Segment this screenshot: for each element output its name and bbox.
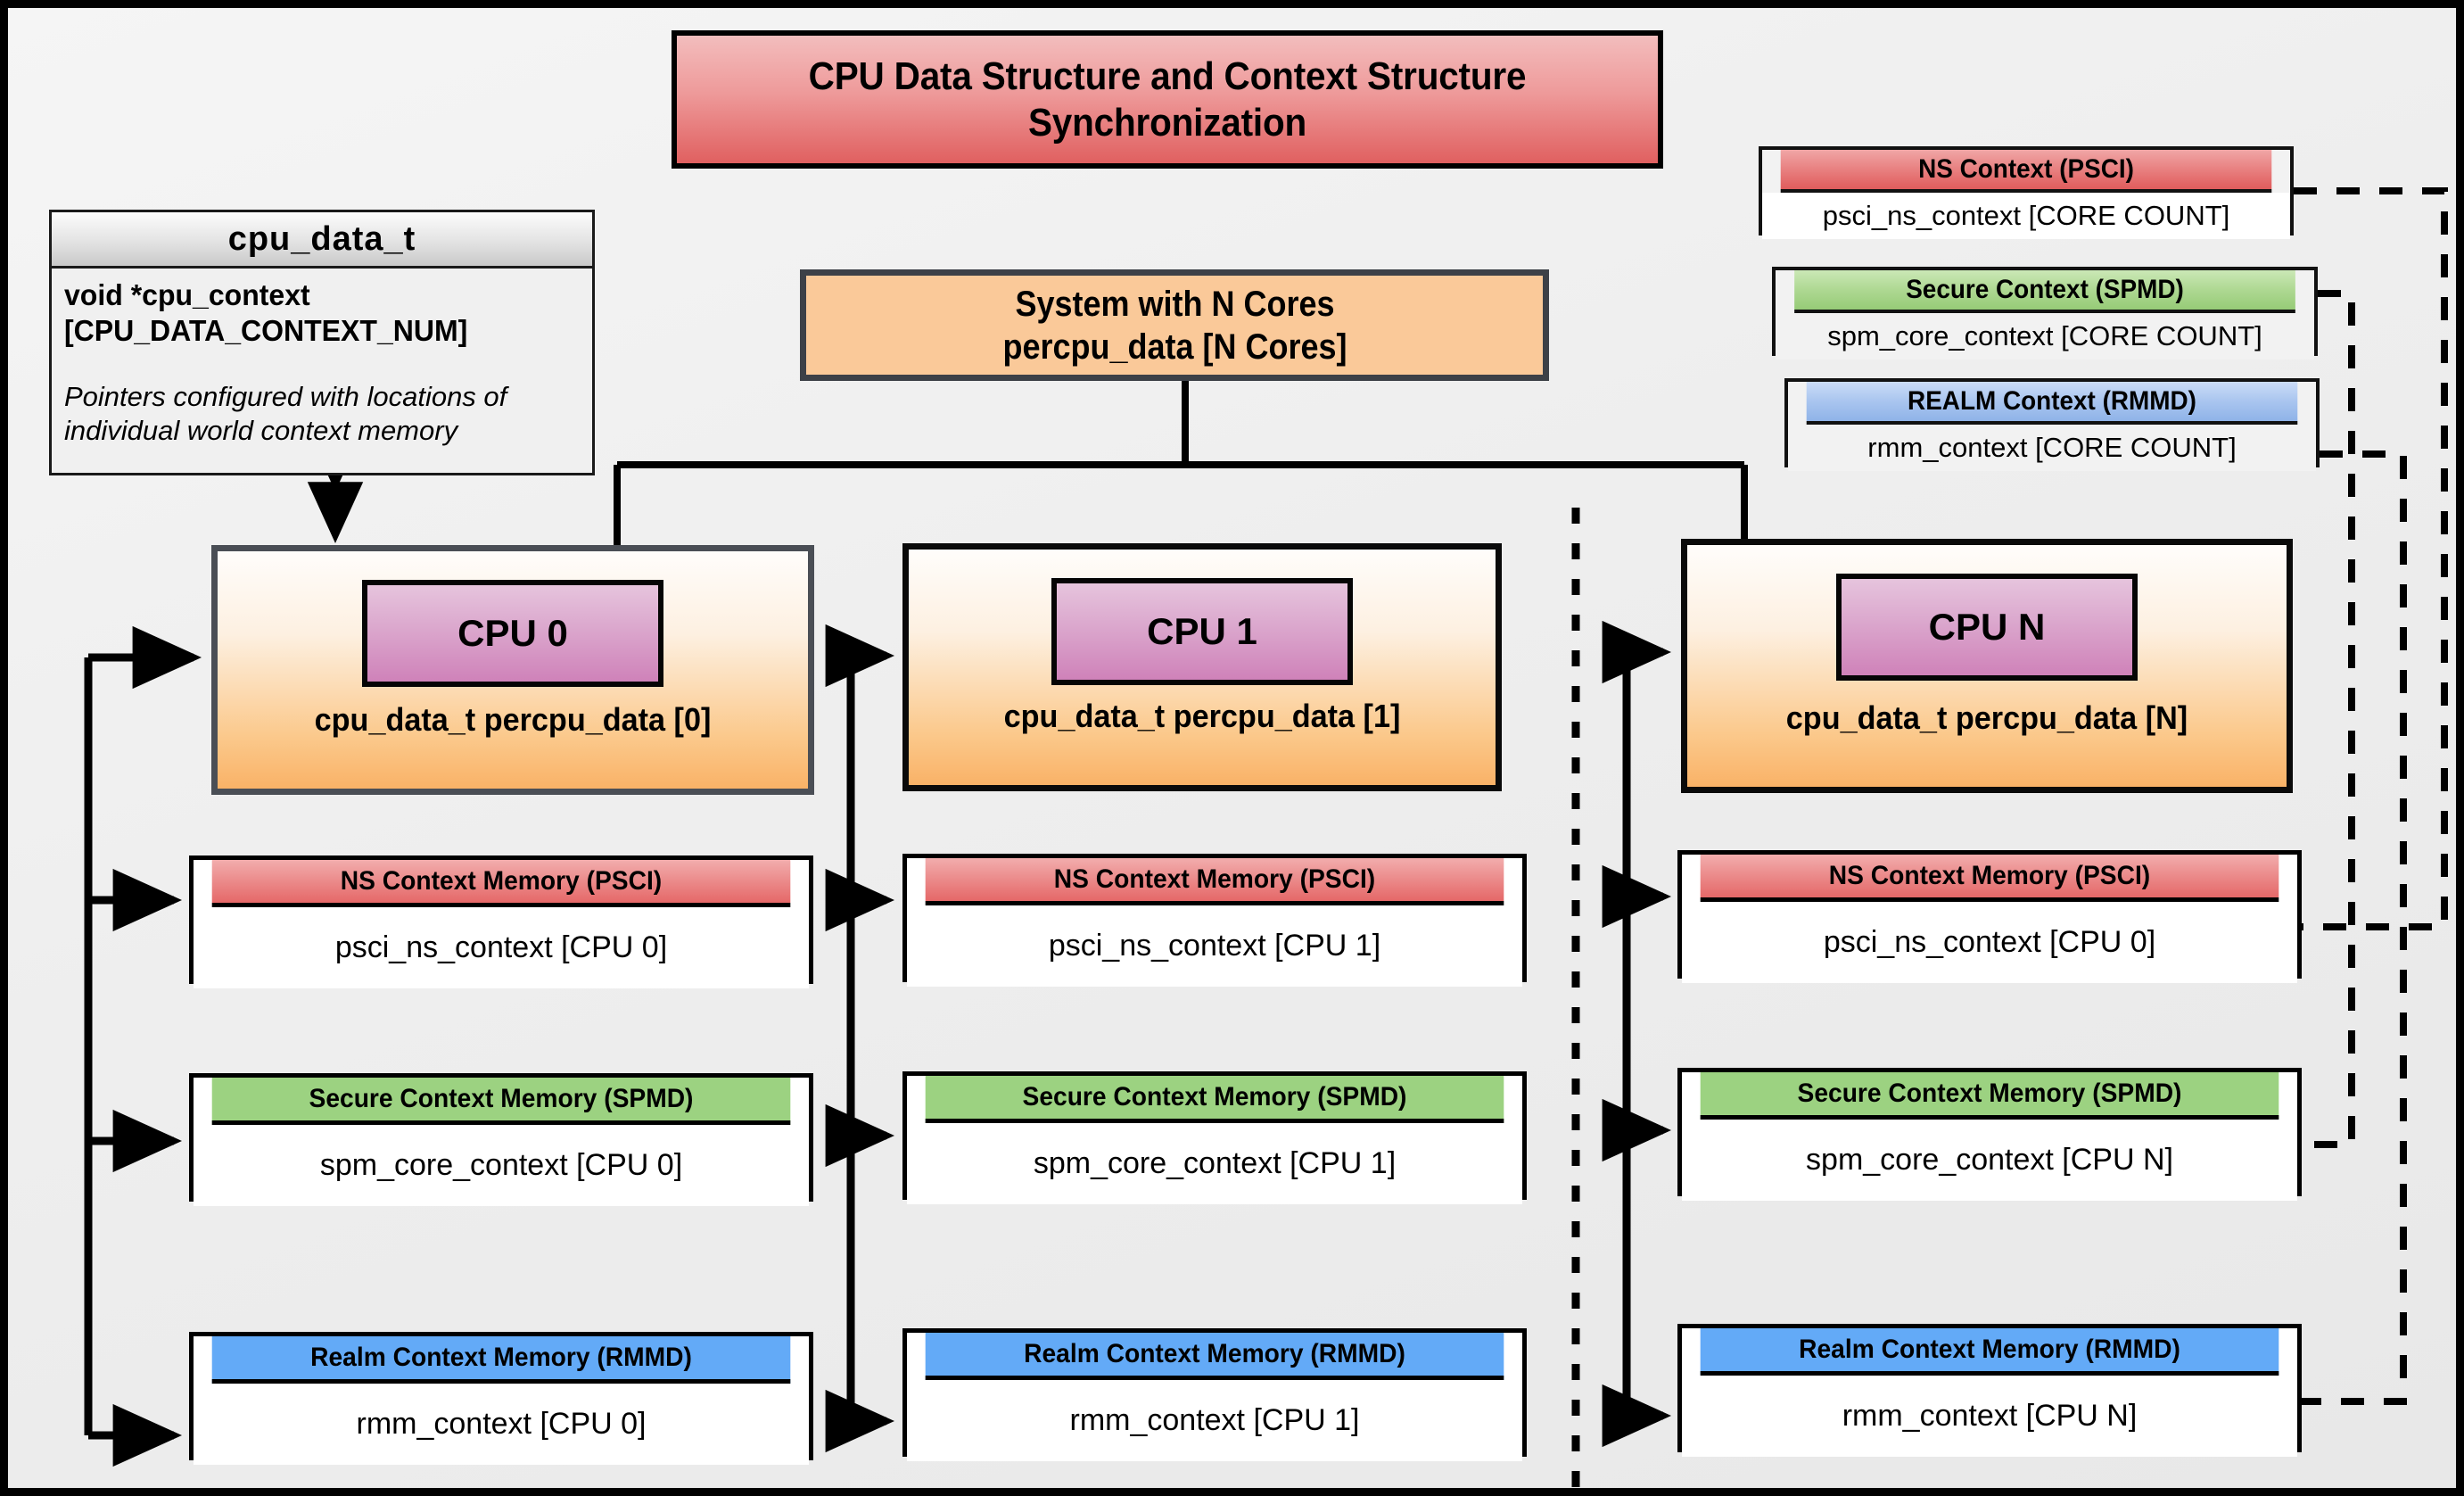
cpu-0-ns-context-memory: NS Context Memory (PSCI) psci_ns_context… [189, 855, 813, 988]
cpu0-context-links [84, 625, 202, 1467]
system-n-cores-box: System with N Cores percpu_data [N Cores… [800, 269, 1549, 381]
legend-realm-context-header: REALM Context (RMMD) [1806, 382, 2298, 425]
cpu-1-data-label: cpu_data_t percpu_data [1] [1003, 698, 1401, 734]
cpu-n-secure-context-memory: Secure Context Memory (SPMD) spm_core_co… [1677, 1068, 2302, 1201]
legend-realm-context: REALM Context (RMMD) rmm_context [CORE C… [1784, 378, 2320, 471]
cpu-n-chip-label: CPU N [1836, 574, 2138, 681]
cpu-n-realm-context-memory: Realm Context Memory (RMMD) rmm_context … [1677, 1324, 2302, 1457]
legend-to-cpun-links [2294, 187, 2448, 1405]
cpu-1-realm-context-memory-header: Realm Context Memory (RMMD) [925, 1333, 1504, 1380]
cpu-0-ns-context-memory-value: psci_ns_context [CPU 0] [194, 907, 809, 988]
cpu-0-secure-context-memory: Secure Context Memory (SPMD) spm_core_co… [189, 1073, 813, 1206]
cpu-1-chip-label: CPU 1 [1051, 578, 1353, 685]
cpu-n-realm-context-memory-header: Realm Context Memory (RMMD) [1700, 1328, 2279, 1376]
legend-ns-context-header: NS Context (PSCI) [1780, 150, 2272, 193]
cpu-1-secure-context-memory: Secure Context Memory (SPMD) spm_core_co… [902, 1071, 1527, 1204]
diagram-title: CPU Data Structure and Context Structure… [672, 30, 1663, 169]
system-to-cpus-tree [614, 381, 1748, 545]
cpu-data-t-struct: cpu_data_t void *cpu_context [CPU_DATA_C… [49, 210, 595, 475]
system-box-text: System with N Cores percpu_data [N Cores… [1002, 283, 1347, 368]
cpu-data-t-note: Pointers configured with locations of in… [64, 380, 507, 447]
cpu-n-realm-context-memory-value: rmm_context [CPU N] [1682, 1376, 2297, 1457]
cpu-0-secure-context-memory-value: spm_core_context [CPU 0] [194, 1125, 809, 1206]
legend-ns-context: NS Context (PSCI) psci_ns_context [CORE … [1759, 146, 2294, 239]
legend-secure-context-value: spm_core_context [CORE COUNT] [1776, 313, 2314, 360]
legend-ns-context-value: psci_ns_context [CORE COUNT] [1762, 193, 2290, 239]
cpu-0-ns-context-memory-header: NS Context Memory (PSCI) [211, 860, 791, 907]
legend-realm-context-value: rmm_context [CORE COUNT] [1788, 425, 2316, 471]
cpu-1-box: CPU 1 cpu_data_t percpu_data [1] [902, 543, 1502, 791]
cpu-0-box: CPU 0 cpu_data_t percpu_data [0] [211, 545, 814, 795]
system-box-line1: System with N Cores [1014, 284, 1335, 324]
cpu-0-realm-context-memory: Realm Context Memory (RMMD) rmm_context … [189, 1332, 813, 1465]
cpu-1-secure-context-memory-header: Secure Context Memory (SPMD) [925, 1076, 1504, 1123]
cpu-0-secure-context-memory-header: Secure Context Memory (SPMD) [211, 1078, 791, 1125]
legend-secure-context-header: Secure Context (SPMD) [1794, 270, 2295, 313]
cpu-1-ns-context-memory-value: psci_ns_context [CPU 1] [907, 905, 1522, 987]
cpu-1-secure-context-memory-value: spm_core_context [CPU 1] [907, 1123, 1522, 1204]
cpu-n-ns-context-memory: NS Context Memory (PSCI) psci_ns_context… [1677, 850, 2302, 983]
cpun-context-links [1602, 620, 1672, 1448]
cpu-n-secure-context-memory-value: spm_core_context [CPU N] [1682, 1120, 2297, 1201]
cpu-data-t-body: void *cpu_context [CPU_DATA_CONTEXT_NUM]… [52, 269, 592, 449]
system-box-line2: percpu_data [N Cores] [1001, 326, 1347, 367]
cpu-0-data-label: cpu_data_t percpu_data [0] [314, 701, 712, 738]
cpu-n-secure-context-memory-header: Secure Context Memory (SPMD) [1700, 1072, 2279, 1120]
cpu-0-chip-label: CPU 0 [362, 580, 663, 687]
cpu-1-realm-context-memory: Realm Context Memory (RMMD) rmm_context … [902, 1328, 1527, 1461]
legend-secure-context: Secure Context (SPMD) spm_core_context [… [1772, 267, 2318, 360]
cpu-n-data-label: cpu_data_t percpu_data [N] [1785, 699, 2188, 736]
cpu1-context-links [825, 624, 895, 1453]
cpu-n-ns-context-memory-header: NS Context Memory (PSCI) [1700, 855, 2279, 902]
diagram-title-text: CPU Data Structure and Context Structure… [808, 54, 1527, 145]
cpu-1-realm-context-memory-value: rmm_context [CPU 1] [907, 1380, 1522, 1461]
cpu-data-t-field: void *cpu_context [CPU_DATA_CONTEXT_NUM] [64, 278, 468, 348]
cpu-data-t-header: cpu_data_t [52, 212, 592, 269]
cpu-1-ns-context-memory-header: NS Context Memory (PSCI) [925, 858, 1504, 905]
cpu-n-ns-context-memory-value: psci_ns_context [CPU 0] [1682, 902, 2297, 983]
cpu-n-box: CPU N cpu_data_t percpu_data [N] [1681, 539, 2293, 793]
cpu-1-ns-context-memory: NS Context Memory (PSCI) psci_ns_context… [902, 854, 1527, 987]
cpu-0-realm-context-memory-value: rmm_context [CPU 0] [194, 1384, 809, 1465]
cpu-0-realm-context-memory-header: Realm Context Memory (RMMD) [211, 1336, 791, 1384]
